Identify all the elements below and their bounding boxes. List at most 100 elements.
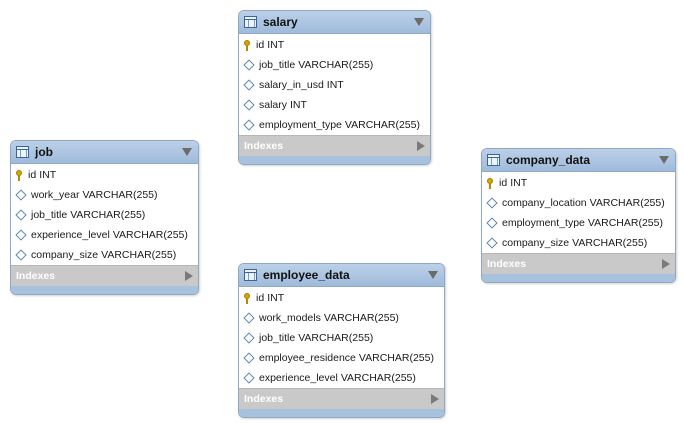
primary-key-icon [15, 169, 24, 181]
column-type: VARCHAR(255) [82, 189, 158, 201]
column-name: work_models [259, 312, 321, 324]
column-type: VARCHAR(255) [587, 217, 663, 229]
column-diamond-icon [243, 312, 255, 324]
column-diamond-icon [486, 197, 498, 209]
column-type: INT [290, 99, 307, 111]
column-row[interactable]: work_year VARCHAR(255) [11, 185, 198, 205]
column-type: INT [510, 177, 528, 189]
primary-key-icon [486, 177, 495, 189]
column-row[interactable]: job_title VARCHAR(255) [239, 55, 430, 75]
column-row[interactable]: salary_in_usd INT [239, 75, 430, 95]
column-row[interactable]: company_location VARCHAR(255) [482, 193, 675, 213]
collapse-arrow-icon[interactable] [428, 271, 438, 279]
column-diamond-icon [243, 79, 255, 91]
column-row[interactable]: employment_type VARCHAR(255) [239, 115, 430, 135]
column-type: VARCHAR(255) [344, 119, 420, 131]
column-list: id INT job_title VARCHAR(255) salary_in_… [239, 35, 430, 135]
column-list: id INT company_location VARCHAR(255) emp… [482, 173, 675, 253]
expand-arrow-icon[interactable] [431, 394, 439, 404]
column-row[interactable]: id INT [239, 35, 430, 55]
column-name: id [499, 177, 508, 189]
column-name: salary [259, 99, 288, 111]
column-row[interactable]: company_size VARCHAR(255) [482, 233, 675, 253]
collapse-arrow-icon[interactable] [414, 18, 424, 26]
column-diamond-icon [243, 372, 255, 384]
indexes-label: Indexes [244, 140, 284, 152]
table-footer [11, 286, 198, 294]
table-company-data[interactable]: company_data id INT company_location VAR… [481, 148, 676, 283]
primary-key-icon [243, 292, 252, 304]
table-header[interactable]: job [11, 141, 198, 164]
column-type: VARCHAR(255) [101, 249, 177, 261]
column-row[interactable]: experience_level VARCHAR(255) [11, 225, 198, 245]
table-employee-data[interactable]: employee_data id INT work_models VARCHAR… [238, 263, 445, 418]
table-icon [487, 154, 500, 166]
table-header[interactable]: salary [239, 11, 430, 34]
indexes-section[interactable]: Indexes [239, 388, 444, 409]
column-type: VARCHAR(255) [358, 352, 434, 364]
column-diamond-icon [15, 229, 27, 241]
column-diamond-icon [15, 189, 27, 201]
column-type: VARCHAR(255) [298, 332, 374, 344]
column-diamond-icon [243, 59, 255, 71]
column-type: INT [326, 79, 344, 91]
column-row[interactable]: job_title VARCHAR(255) [239, 328, 444, 348]
column-type: INT [39, 169, 57, 181]
column-row[interactable]: employee_residence VARCHAR(255) [239, 348, 444, 368]
indexes-label: Indexes [487, 258, 527, 270]
column-name: work_year [31, 189, 80, 201]
table-footer [482, 274, 675, 282]
table-salary[interactable]: salary id INT job_title VARCHAR(255) sal… [238, 10, 431, 165]
column-name: job_title [259, 332, 296, 344]
column-row[interactable]: id INT [239, 288, 444, 308]
table-title: job [35, 145, 53, 159]
column-name: experience_level [31, 229, 110, 241]
column-row[interactable]: id INT [482, 173, 675, 193]
column-type: VARCHAR(255) [323, 312, 399, 324]
column-name: experience_level [259, 372, 338, 384]
expand-arrow-icon[interactable] [185, 271, 193, 281]
column-type: INT [267, 292, 285, 304]
column-name: company_size [502, 237, 570, 249]
column-type: VARCHAR(255) [572, 237, 648, 249]
column-row[interactable]: employment_type VARCHAR(255) [482, 213, 675, 233]
column-name: company_size [31, 249, 99, 261]
column-name: id [256, 39, 265, 51]
expand-arrow-icon[interactable] [417, 141, 425, 151]
table-job[interactable]: job id INT work_year VARCHAR(255) job_ti… [10, 140, 199, 295]
indexes-label: Indexes [244, 393, 284, 405]
column-row[interactable]: salary INT [239, 95, 430, 115]
indexes-section[interactable]: Indexes [11, 265, 198, 286]
column-row[interactable]: id INT [11, 165, 198, 185]
column-row[interactable]: experience_level VARCHAR(255) [239, 368, 444, 388]
column-diamond-icon [243, 332, 255, 344]
column-diamond-icon [243, 352, 255, 364]
indexes-section[interactable]: Indexes [482, 253, 675, 274]
column-type: VARCHAR(255) [340, 372, 416, 384]
column-type: VARCHAR(255) [298, 59, 374, 71]
column-name: employment_type [502, 217, 585, 229]
collapse-arrow-icon[interactable] [659, 156, 669, 164]
column-name: employee_residence [259, 352, 356, 364]
column-name: salary_in_usd [259, 79, 324, 91]
collapse-arrow-icon[interactable] [182, 148, 192, 156]
column-name: company_location [502, 197, 587, 209]
expand-arrow-icon[interactable] [662, 259, 670, 269]
table-header[interactable]: company_data [482, 149, 675, 172]
indexes-section[interactable]: Indexes [239, 135, 430, 156]
column-row[interactable]: company_size VARCHAR(255) [11, 245, 198, 265]
column-name: job_title [259, 59, 296, 71]
column-row[interactable]: work_models VARCHAR(255) [239, 308, 444, 328]
column-list: id INT work_models VARCHAR(255) job_titl… [239, 288, 444, 388]
column-type: VARCHAR(255) [70, 209, 146, 221]
column-type: VARCHAR(255) [589, 197, 665, 209]
column-row[interactable]: job_title VARCHAR(255) [11, 205, 198, 225]
table-icon [16, 146, 29, 158]
column-name: id [256, 292, 265, 304]
indexes-label: Indexes [16, 270, 56, 282]
column-diamond-icon [486, 217, 498, 229]
table-header[interactable]: employee_data [239, 264, 444, 287]
column-type: INT [267, 39, 285, 51]
column-diamond-icon [15, 209, 27, 221]
table-footer [239, 409, 444, 417]
